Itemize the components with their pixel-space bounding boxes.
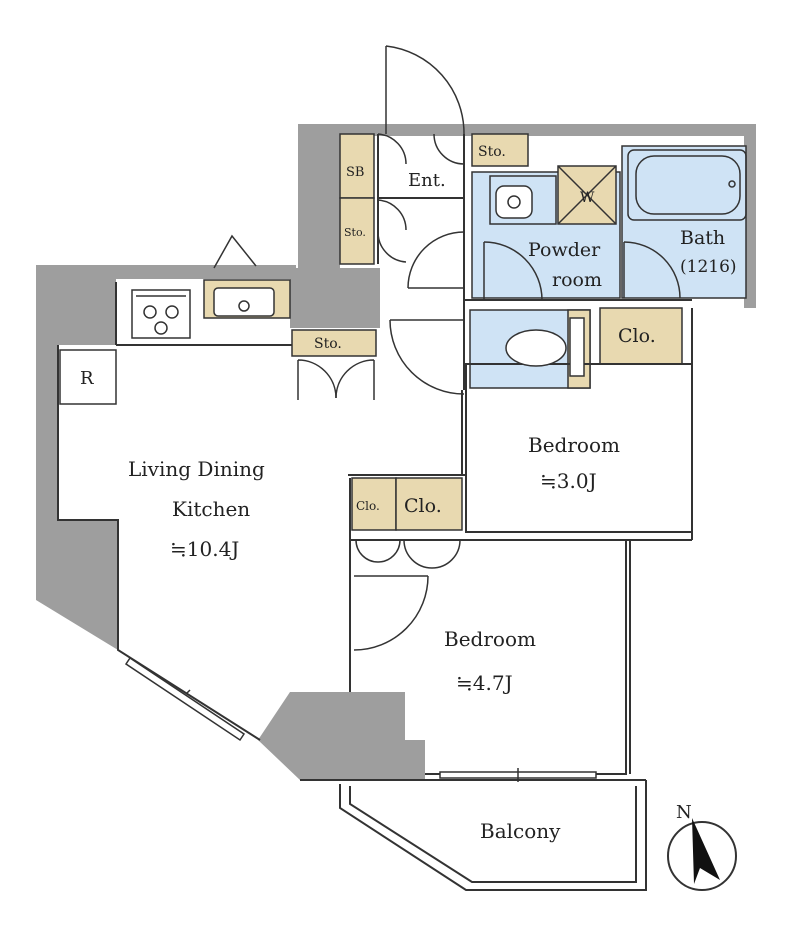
entrance-storage — [339, 197, 375, 265]
window-ldk-mid — [185, 689, 191, 695]
door-top-small[interactable] — [433, 133, 465, 165]
wall-left-lower — [36, 265, 118, 650]
label-bath: Bath — [680, 227, 725, 249]
closet-bedroom-small — [599, 307, 683, 365]
door-sto-entrance[interactable] — [377, 231, 407, 263]
door-bath-swing[interactable] — [623, 241, 681, 299]
label-entrance: Ent. — [408, 170, 446, 191]
door-closet-4[interactable] — [431, 539, 461, 569]
washer-cross-2 — [557, 165, 617, 225]
door-closet-1[interactable] — [355, 539, 379, 563]
label-bedroom-small-area: ≒3.0J — [540, 469, 597, 493]
storage-top — [471, 133, 529, 167]
shoe-box-storage — [339, 133, 375, 199]
structural-walls — [36, 124, 756, 780]
door-hall-sto-right[interactable] — [335, 359, 375, 400]
doors — [213, 45, 681, 651]
label-living-1: Living Dining — [128, 457, 265, 481]
storage-areas — [203, 133, 683, 531]
wall-bottom-pillar — [258, 692, 425, 780]
window-ldk — [124, 656, 246, 742]
door-powder-swing[interactable] — [483, 241, 543, 301]
label-storage-entrance: Sto. — [344, 226, 366, 239]
compass-circle — [667, 821, 737, 891]
label-bedroom-small: Bedroom — [528, 433, 620, 457]
stove — [131, 289, 191, 339]
compass-label: N — [676, 802, 692, 823]
kitchen-sink-drain — [238, 300, 250, 312]
compass: N — [667, 802, 737, 891]
door-ldk-swing[interactable] — [389, 319, 465, 395]
door-closet-2[interactable] — [377, 539, 401, 563]
storage-hall — [291, 329, 377, 357]
label-storage-top: Sto. — [478, 144, 506, 160]
compass-needle-icon — [692, 818, 720, 884]
door-entrance-swing — [385, 45, 465, 135]
refrigerator — [59, 349, 117, 405]
powder-sink-counter — [489, 175, 557, 225]
balcony-outer — [339, 780, 647, 891]
label-living-2: Kitchen — [172, 497, 250, 521]
bathtub-drain — [728, 180, 736, 188]
door-kitchen-window[interactable] — [213, 234, 257, 269]
bathtub — [627, 149, 747, 221]
label-refrigerator: R — [80, 368, 94, 389]
kitchen-sink — [213, 287, 275, 317]
door-closet-3[interactable] — [403, 539, 433, 569]
closet-small — [351, 477, 397, 531]
wall-top-block — [298, 124, 756, 136]
wall-right-upper — [744, 124, 756, 308]
powder-sink-drain — [507, 195, 521, 209]
label-bedroom-large: Bedroom — [444, 627, 536, 651]
label-closet-toilet: Clo. — [618, 325, 656, 347]
label-shoe-box: SB — [346, 165, 364, 180]
wall-core-mid — [290, 268, 380, 328]
stove-burner-2 — [165, 305, 179, 319]
powder-sink — [495, 185, 533, 219]
wall-outlines — [57, 134, 693, 781]
closet-bedroom-large — [395, 477, 463, 531]
door-sb-1[interactable] — [377, 133, 407, 165]
door-sb-2[interactable] — [377, 199, 407, 231]
label-powder-room-1: Powder — [528, 239, 601, 261]
balcony-inner — [349, 786, 637, 883]
ldk-outline — [57, 345, 261, 741]
label-washer: W — [580, 190, 595, 206]
label-powder-room-2: room — [552, 269, 602, 291]
door-bedroom-large-swing[interactable] — [353, 575, 429, 651]
balcony — [339, 780, 647, 891]
bathtub-inner — [635, 155, 741, 215]
label-closet-bedroom: Clo. — [404, 495, 442, 517]
label-balcony: Balcony — [480, 819, 561, 843]
toilet-tank — [569, 317, 585, 377]
stove-burner-3 — [154, 321, 168, 335]
stove-burner-1 — [143, 305, 157, 319]
label-bedroom-large-area: ≒4.7J — [456, 671, 513, 695]
fixtures — [59, 149, 747, 405]
label-living-area: ≒10.4J — [170, 537, 239, 561]
door-hall-sto-left[interactable] — [297, 359, 337, 400]
windows — [124, 656, 597, 782]
label-bath-size: (1216) — [680, 257, 737, 277]
labels: SB Sto. Ent. Sto. W Powder room Bath (12… — [80, 144, 737, 843]
label-closet-small: Clo. — [356, 499, 380, 513]
label-storage-hall: Sto. — [314, 336, 342, 352]
toilet-bowl — [505, 329, 567, 367]
door-corridor[interactable] — [407, 231, 465, 289]
